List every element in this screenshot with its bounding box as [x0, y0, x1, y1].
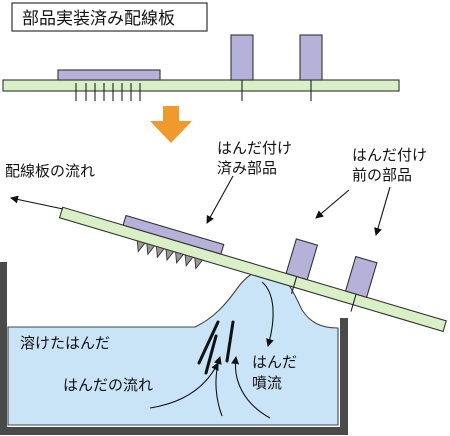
- tilted-board-assembly: [58, 206, 447, 333]
- board-flow-arrow: [10, 195, 64, 210]
- top-through-hole-part-2: [299, 34, 323, 81]
- top-board-assembly: [2, 34, 400, 101]
- title-box: [11, 2, 208, 32]
- title-text: 部品実装済み配線板: [22, 9, 175, 29]
- tilted-lead-2: [350, 293, 357, 312]
- top-smd-leads: [75, 83, 141, 101]
- process-arrow: [150, 106, 192, 143]
- tank-wall: [0, 262, 348, 435]
- pointer-part-1: [315, 189, 350, 219]
- molten-solder-label: 溶けたはんだ: [20, 334, 110, 352]
- pointer-part-2: [374, 186, 391, 236]
- before-part-label-2: 前の部品: [352, 166, 412, 184]
- jet-label-1: はんだ: [252, 353, 297, 371]
- flow-arrows: [10, 175, 391, 419]
- before-part-label-1: はんだ付け: [352, 146, 427, 164]
- soldered-smd-component: [122, 214, 225, 255]
- soldered-part-label-1: はんだ付け: [217, 139, 292, 157]
- jet-overflow-arrow: [261, 281, 274, 347]
- jet-label-2: 噴流: [252, 374, 282, 392]
- soldered-part-label-2: 済み部品: [217, 159, 277, 177]
- solder-flow-arrow-2: [213, 356, 223, 417]
- top-smd-component: [57, 69, 161, 81]
- pointer-soldered-part: [206, 175, 234, 224]
- solder-flow-arrow-3: [231, 356, 271, 419]
- solder-flow-arrow-1: [149, 362, 219, 409]
- through-hole-part-2: [344, 255, 378, 298]
- solder-flow-label: はんだの流れ: [63, 376, 153, 394]
- top-board: [2, 79, 400, 92]
- solder-joints: [136, 240, 204, 270]
- top-through-hole-part-1: [230, 34, 254, 81]
- board-flow-label: 配線板の流れ: [5, 162, 95, 180]
- tilted-board: [58, 206, 447, 333]
- tilted-lead-1: [291, 276, 298, 294]
- jet-nozzle-lines: [197, 320, 235, 375]
- through-hole-part-1: [285, 238, 319, 281]
